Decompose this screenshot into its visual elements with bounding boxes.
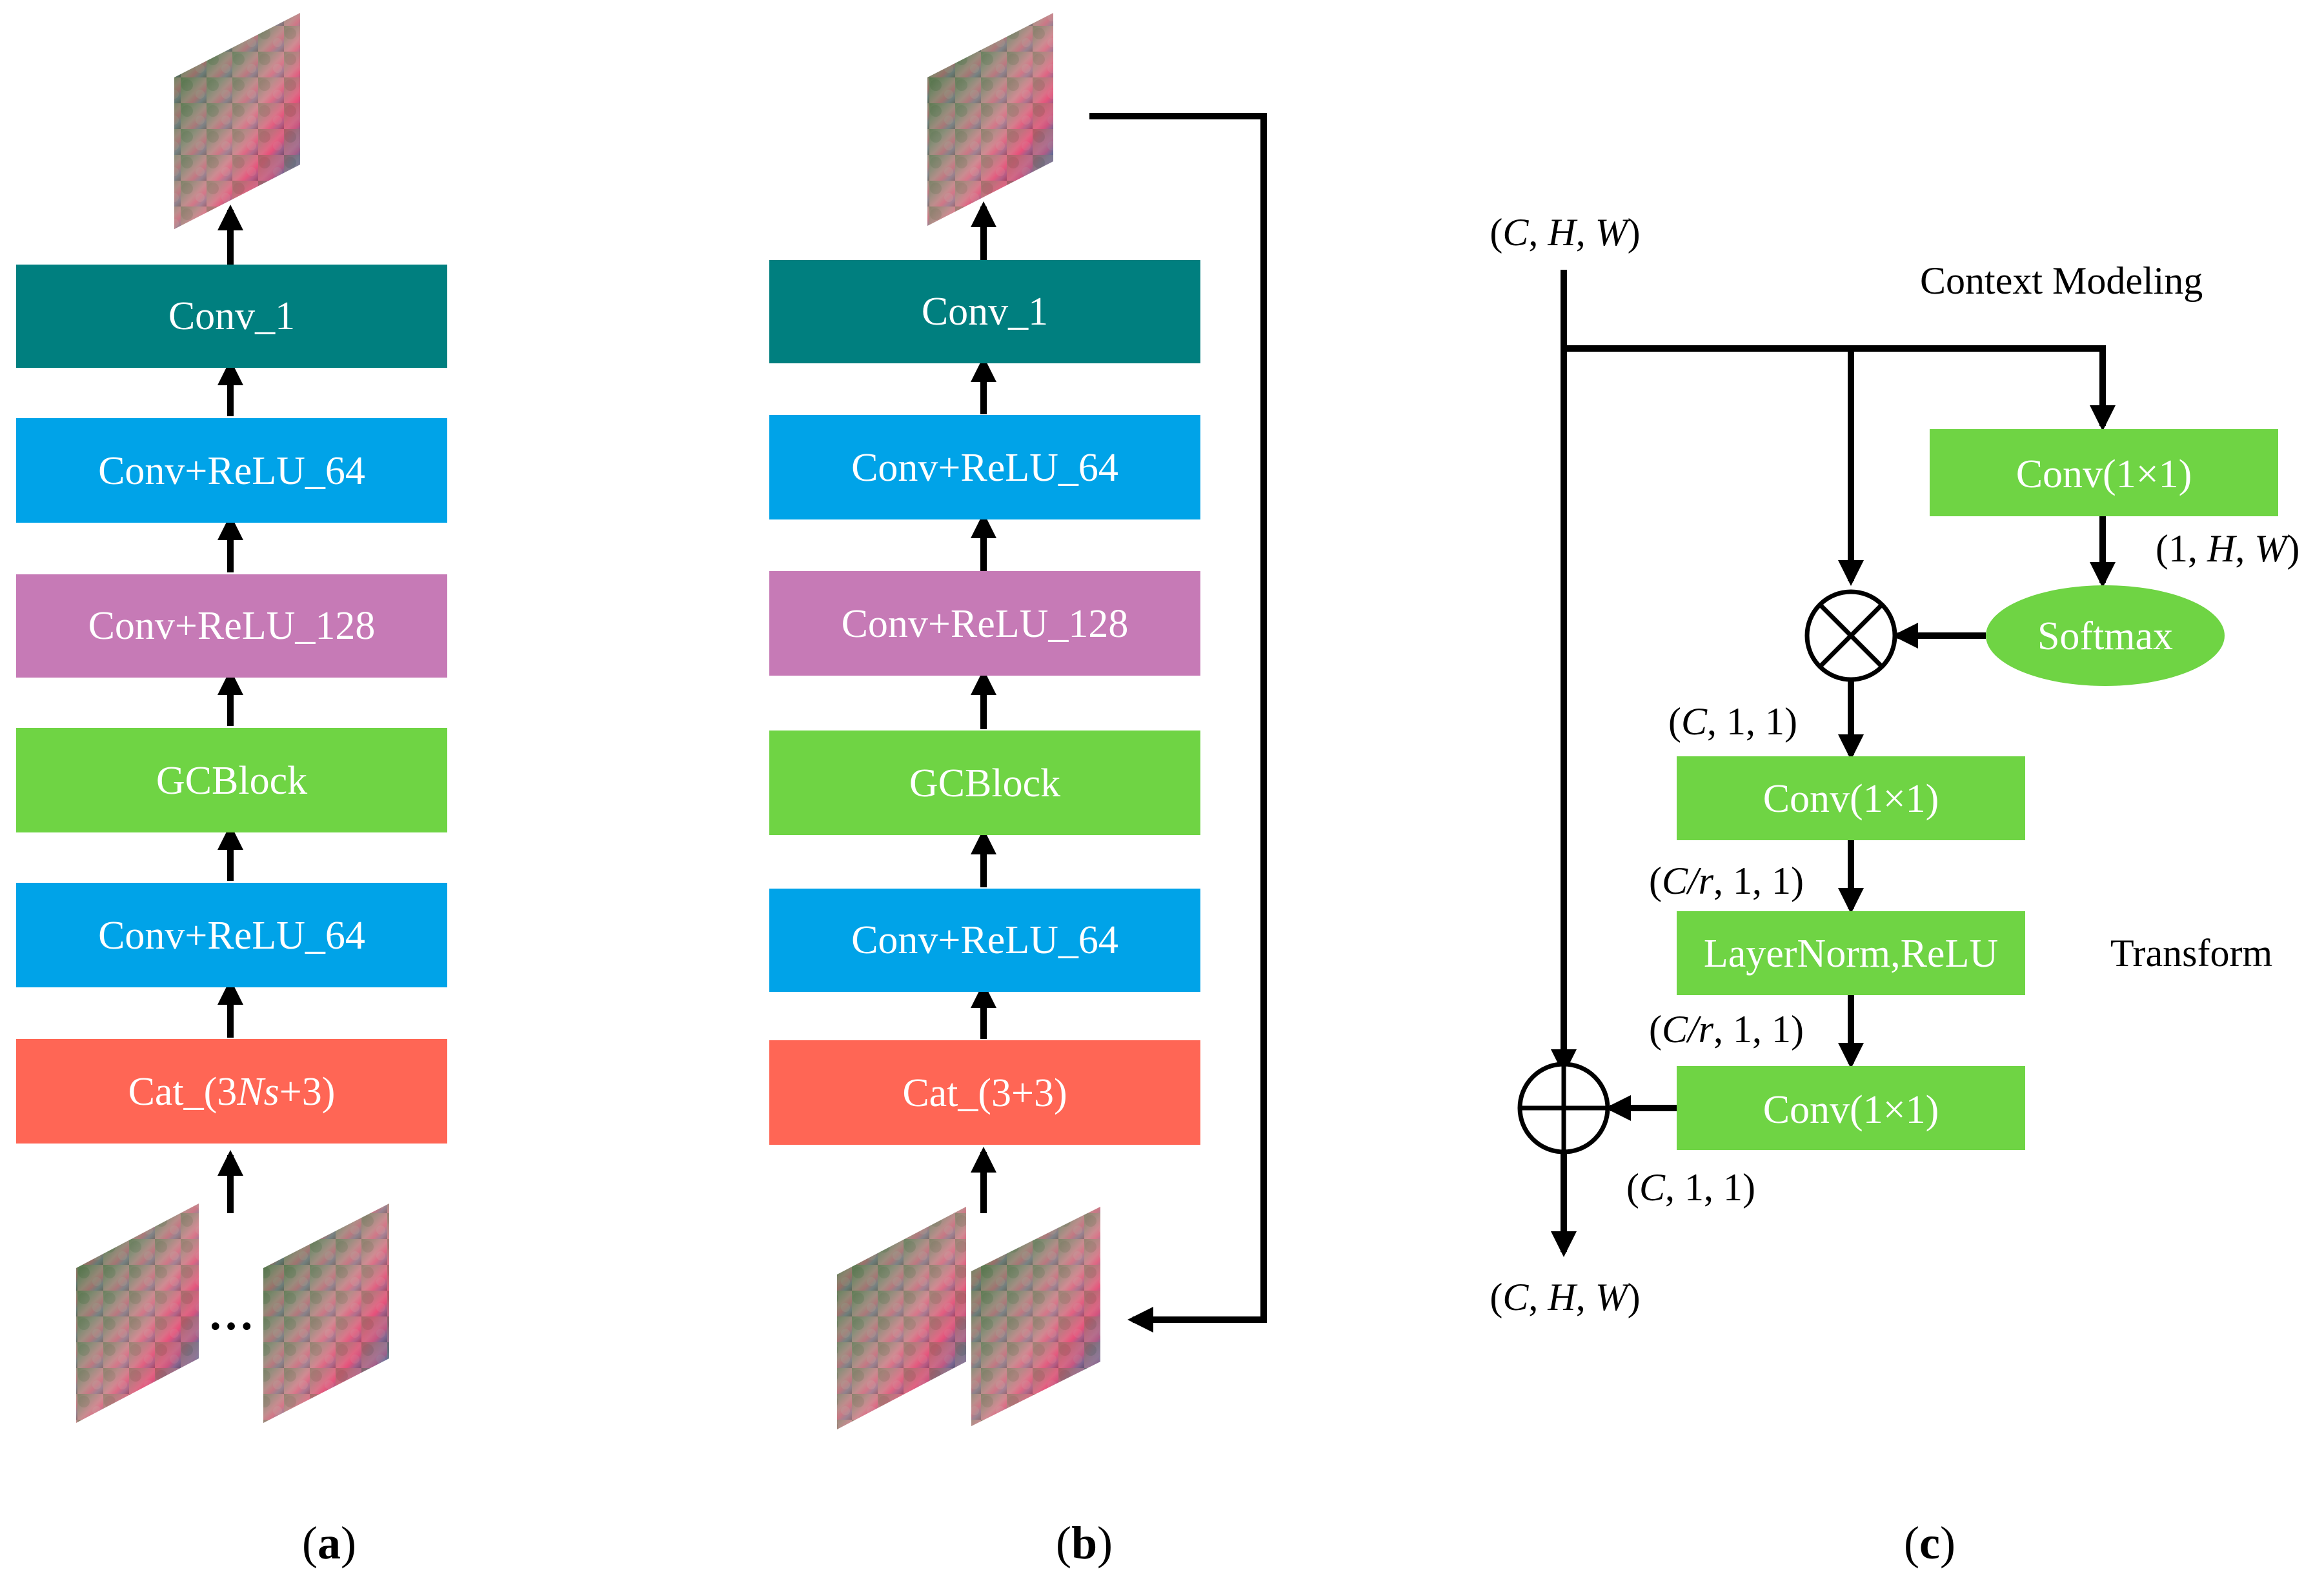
conv-relu-64-bottom-block-b	[769, 889, 1200, 992]
caption-a: (a)	[302, 1517, 356, 1569]
cat-label-a: Cat_(3Ns+3)	[128, 1070, 336, 1114]
cat-block-b	[769, 1040, 1200, 1145]
softmax-label: Softmax	[2037, 614, 2173, 658]
skip-connection-b	[1089, 113, 1267, 1333]
cat-label-b: Cat_(3+3)	[902, 1071, 1067, 1115]
conv-relu-128-block-b	[769, 571, 1200, 676]
panel-b: Conv_1 Conv+ReLU_64 Conv+ReLU_128 GCBloc…	[769, 13, 1267, 1569]
conv-b-block	[1677, 756, 2025, 840]
conv-relu-64-top-block-a	[16, 418, 447, 523]
conv-relu-128-label-b: Conv+ReLU_128	[842, 602, 1129, 646]
conv-relu-64-bottom-block-a	[16, 883, 447, 987]
conv-c-label: Conv(1×1)	[1763, 1088, 1939, 1132]
conv-relu-64-bottom-label-a: Conv+ReLU_64	[98, 914, 365, 958]
dim-c11-a: (C, 1, 1)	[1668, 700, 1797, 743]
layernorm-label: LayerNorm,ReLU	[1704, 932, 1998, 976]
conv-c-block	[1677, 1066, 2025, 1150]
dim-c11-b: (C, 1, 1)	[1626, 1166, 1755, 1209]
conv-relu-64-bottom-label-b: Conv+ReLU_64	[851, 918, 1118, 962]
conv1-block-b	[769, 260, 1200, 363]
gcblock-label-b: GCBlock	[909, 761, 1060, 805]
cat-block-a	[16, 1039, 447, 1144]
ellipsis-a: …	[208, 1288, 254, 1340]
conv1-block-a	[16, 265, 447, 368]
dim-input: (C, H, W)	[1490, 211, 1640, 254]
add-icon	[1517, 1062, 1610, 1154]
transform-label: Transform	[2110, 932, 2272, 974]
dim-cr11-a: (C/r, 1, 1)	[1649, 860, 1804, 902]
gcblock-block-a	[16, 728, 447, 832]
conv-a-label: Conv(1×1)	[2016, 452, 2192, 496]
dim-1hw: (1, H, W)	[2156, 527, 2299, 570]
dim-cr11-b: (C/r, 1, 1)	[1649, 1008, 1804, 1051]
multiply-icon	[1804, 589, 1897, 682]
softmax-node	[1986, 585, 2225, 686]
panel-a: Conv_1 Conv+ReLU_64 Conv+ReLU_128 GCBloc…	[16, 13, 447, 1569]
dim-output: (C, H, W)	[1490, 1276, 1640, 1318]
conv-relu-128-block-a	[16, 574, 447, 678]
gcblock-label-a: GCBlock	[156, 759, 307, 803]
conv1-label-b: Conv_1	[922, 290, 1048, 334]
caption-b: (b)	[1056, 1517, 1113, 1569]
context-modeling-label: Context Modeling	[1920, 259, 2203, 302]
conv-b-label: Conv(1×1)	[1763, 777, 1939, 821]
conv-relu-64-top-block-b	[769, 415, 1200, 519]
conv-a-block	[1930, 429, 2278, 516]
conv1-label-a: Conv_1	[168, 294, 295, 338]
gcblock-block-b	[769, 731, 1200, 835]
layernorm-block	[1677, 911, 2025, 995]
conv-relu-128-label-a: Conv+ReLU_128	[88, 604, 376, 648]
caption-c: (c)	[1904, 1517, 1955, 1569]
conv-relu-64-top-label-b: Conv+ReLU_64	[851, 446, 1118, 490]
conv-relu-64-top-label-a: Conv+ReLU_64	[98, 449, 365, 493]
panel-c: (C, H, W) Context Modeling Conv(1×1) (1,…	[1490, 211, 2299, 1569]
